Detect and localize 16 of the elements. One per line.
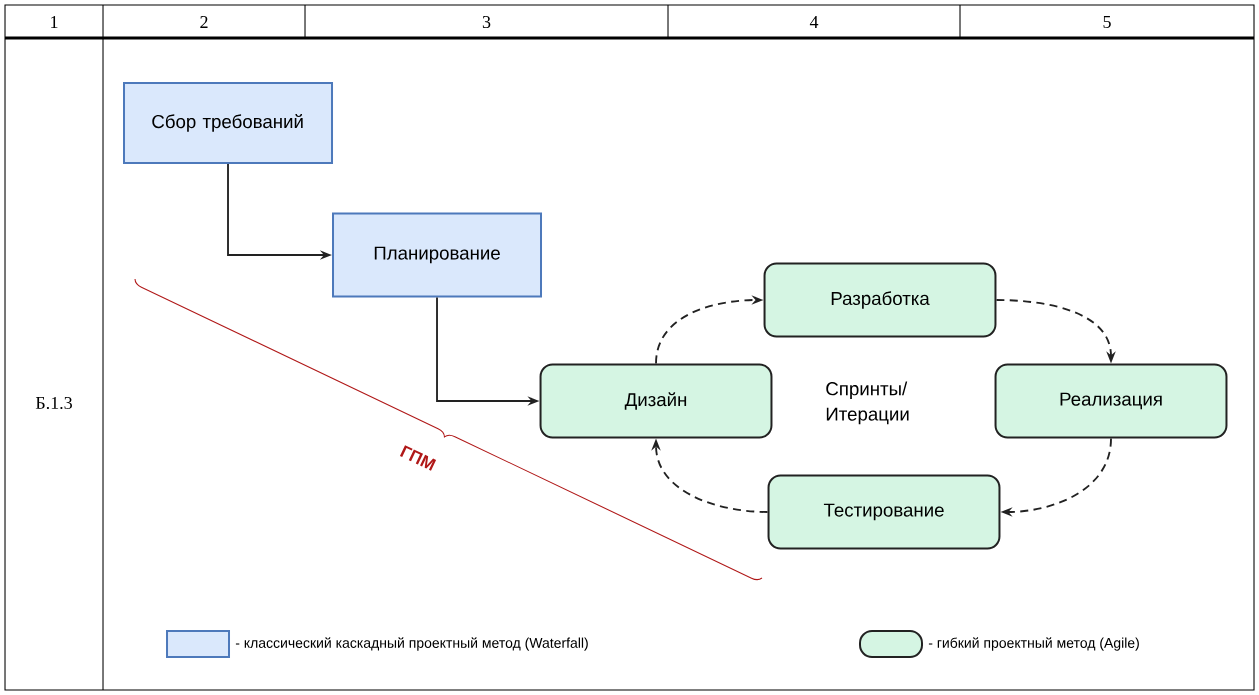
cycle-label: Спринты/ Итерации [826,381,909,425]
rounded-box: Реализация [994,363,1228,439]
table-cell: 5 [1103,16,1111,28]
table-cell: 2 [200,16,208,28]
rounded-box: Дизайн [539,363,773,439]
table-cell: 1 [51,16,58,28]
legend-text: - гибкий проектный метод (Agile) [928,637,1139,651]
table-cell: Б.1.3 [35,396,72,410]
table-cell: 4 [809,16,819,28]
rounded-box: Тестирование [767,474,1001,550]
process-box: Планирование [332,212,542,298]
table-cell: 3 [482,15,491,29]
rounded-box: Разработка [763,262,997,338]
process-box: Сбор требований [123,82,333,164]
legend-text: - классический каскадный проектный метод (Waterfall) [235,637,588,651]
brace-label: ГПМ [399,445,437,471]
